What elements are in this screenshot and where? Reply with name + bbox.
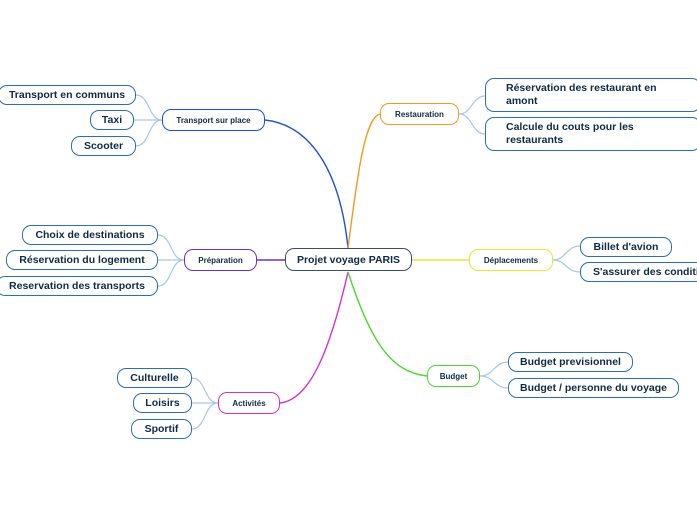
leaf-sassurer-des-conditions[interactable]: S'assurer des conditions xyxy=(580,262,697,282)
leaf-connector xyxy=(552,245,581,261)
leaf-choix-de-destinations[interactable]: Choix de destinations xyxy=(22,225,158,245)
leaf-connector xyxy=(191,402,219,430)
leaf-sportif[interactable]: Sportif xyxy=(131,419,192,439)
leaf-connector xyxy=(479,361,509,377)
leaf-taxi[interactable]: Taxi xyxy=(90,110,134,130)
topic-transport-sur-place[interactable]: Transport sur place xyxy=(162,109,265,131)
leaf-transport-en-communs[interactable]: Transport en communs xyxy=(0,85,136,105)
leaf-connector xyxy=(157,234,185,261)
leaf-connector xyxy=(191,377,219,404)
leaf-connector xyxy=(479,375,509,389)
leaf-connectors xyxy=(134,94,581,430)
leaf-scooter[interactable]: Scooter xyxy=(71,136,136,156)
leaf-connector xyxy=(157,259,185,287)
leaf-reservation-du-logement[interactable]: Réservation du logement xyxy=(6,250,158,270)
leaf-culturelle[interactable]: Culturelle xyxy=(117,368,192,388)
connector-activites xyxy=(279,271,349,404)
topic-budget[interactable]: Budget xyxy=(427,365,480,387)
leaf-billet-davion[interactable]: Billet d'avion xyxy=(580,237,672,257)
leaf-budget-previsionnel[interactable]: Budget previsionnel xyxy=(508,352,633,372)
central-topic[interactable]: Projet voyage PARIS xyxy=(285,248,412,271)
topic-deplacements[interactable]: Déplacements xyxy=(469,249,553,271)
leaf-connector xyxy=(458,95,486,115)
leaf-budget-par-personne[interactable]: Budget / personne du voyage xyxy=(508,378,679,398)
leaf-connector xyxy=(458,113,486,135)
connector-restauration xyxy=(347,113,381,249)
leaf-connector xyxy=(135,119,163,147)
leaf-calcule-du-couts[interactable]: Calcule du couts pour les restaurants xyxy=(485,117,697,151)
leaf-reservation-des-restaurant[interactable]: Réservation des restaurant en amont xyxy=(485,78,697,112)
connector-transport xyxy=(264,119,349,249)
connector-budget xyxy=(347,271,428,377)
topic-preparation[interactable]: Préparation xyxy=(184,249,257,271)
leaf-connector xyxy=(135,94,163,121)
leaf-reservation-des-transports[interactable]: Reservation des transports xyxy=(0,276,158,296)
topic-activites[interactable]: Activités xyxy=(218,392,280,414)
leaf-connector xyxy=(552,259,581,273)
leaf-loisirs[interactable]: Loisirs xyxy=(133,393,192,413)
topic-restauration[interactable]: Restauration xyxy=(380,103,459,125)
main-connectors xyxy=(257,113,469,404)
